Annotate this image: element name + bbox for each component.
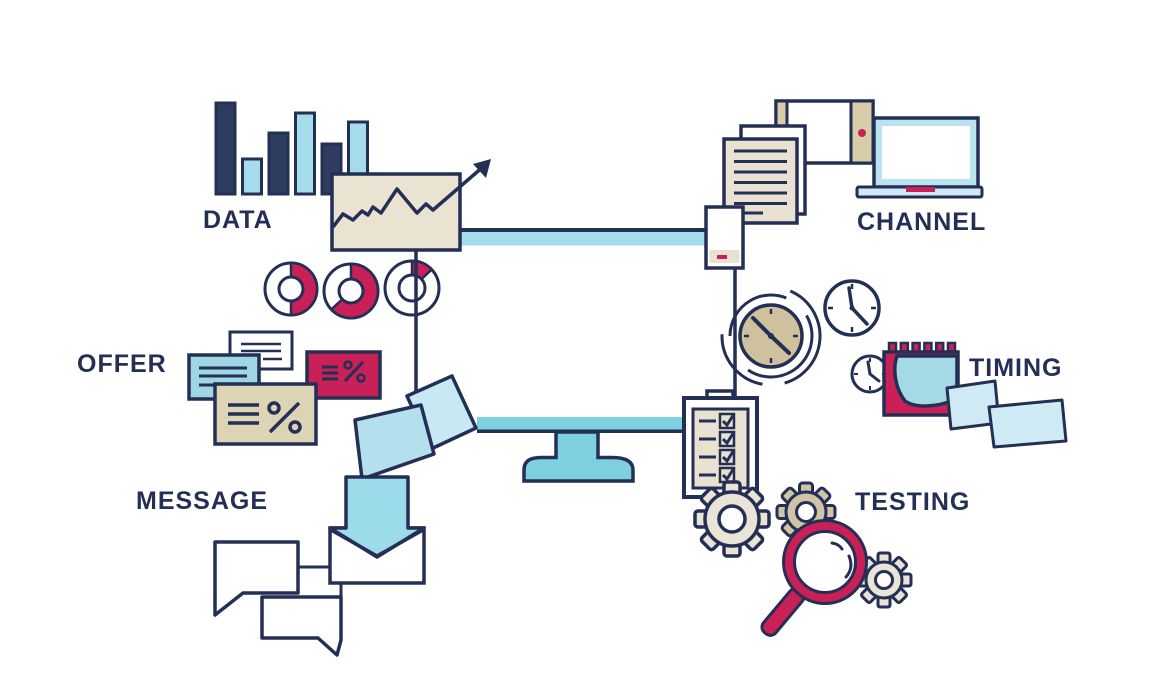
gear-icon [693,480,771,558]
bar [294,111,316,196]
flying-page [987,398,1068,449]
donut-chart-icon [322,262,380,320]
calendar-icon [882,341,1068,449]
flying-papers-icon [353,374,478,481]
label-testing: TESTING [855,488,971,516]
label-channel: CHANNEL [857,208,987,236]
label-data: DATA [203,206,273,234]
crimson-percent-card [305,350,382,400]
label-offer: OFFER [77,350,167,378]
magnifier-icon [760,519,868,637]
bar [267,131,290,196]
speech-bubbles-icon [213,540,343,657]
envelope-icon [328,475,426,585]
monitor-icon [477,417,684,483]
beige-percent-card [213,382,318,446]
bar [241,157,263,196]
label-timing: TIMING [969,354,1063,382]
donut-chart-icon [383,259,441,317]
donut-chart-icon [263,261,319,317]
bar [214,101,237,196]
smartphone-icon [704,205,745,270]
arrow-up-icon [473,159,491,178]
clock-icon [720,285,822,387]
line-chart-icon [330,159,491,252]
clock-icon [823,279,881,337]
label-message: MESSAGE [136,487,269,515]
checklist-icon [682,389,759,499]
connector-top-bar [458,228,706,246]
offer-cards-icon [187,330,382,446]
laptop-icon [855,116,984,199]
donut-chart-icon [263,259,441,320]
